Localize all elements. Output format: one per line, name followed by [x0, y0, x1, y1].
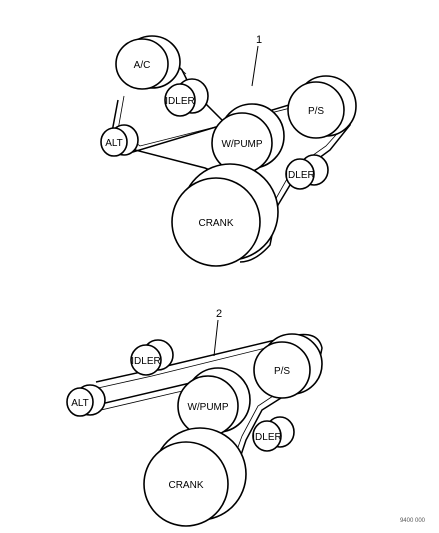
alt-label-1: ALT	[105, 138, 123, 149]
ps-pulley-1: P/S	[287, 75, 357, 139]
wpump-pulley-2: W/PUMP	[177, 367, 251, 437]
reference-code: 9400 000	[400, 518, 426, 524]
callout-number-2: 2	[216, 308, 222, 320]
ps-label-1: P/S	[308, 106, 324, 117]
alt-pulley-2: ALT	[66, 384, 106, 417]
idler-top-pulley-2: IDLER	[130, 339, 174, 376]
callout-leader-1	[251, 45, 259, 87]
alt-pulley-1: ALT	[100, 124, 139, 157]
callout-leader-2	[213, 319, 219, 357]
belt-diagram-1: A/C IDLER ALT P/S W/PUMP	[100, 34, 357, 267]
wpump-label-1: W/PUMP	[221, 139, 262, 150]
crank-label-2: CRANK	[168, 480, 203, 491]
ac-pulley-1: A/C	[115, 35, 181, 90]
idler-right-label-2: IDLER	[252, 432, 281, 443]
crank-pulley-1: CRANK	[171, 163, 279, 267]
crank-pulley-2: CRANK	[143, 427, 247, 527]
crank-label-1: CRANK	[198, 218, 233, 229]
ps-pulley-2: P/S	[253, 333, 323, 399]
idler-top-label-1: IDLER	[165, 96, 194, 107]
wpump-pulley-1: W/PUMP	[211, 103, 285, 174]
ps-label-2: P/S	[274, 366, 290, 377]
idler-top-label-2: IDLER	[131, 356, 160, 367]
belt-diagram-2: IDLER ALT P/S W/PUMP IDLER	[66, 308, 323, 527]
wpump-label-2: W/PUMP	[187, 402, 228, 413]
callout-number-1: 1	[256, 34, 262, 46]
idler-right-label-1: IDLER	[285, 170, 314, 181]
idler-right-pulley-1: IDLER	[285, 154, 329, 190]
alt-label-2: ALT	[71, 398, 89, 409]
idler-right-pulley-2: IDLER	[252, 416, 295, 452]
ac-label-1: A/C	[134, 60, 151, 71]
idler-top-pulley-1: IDLER	[164, 78, 209, 117]
